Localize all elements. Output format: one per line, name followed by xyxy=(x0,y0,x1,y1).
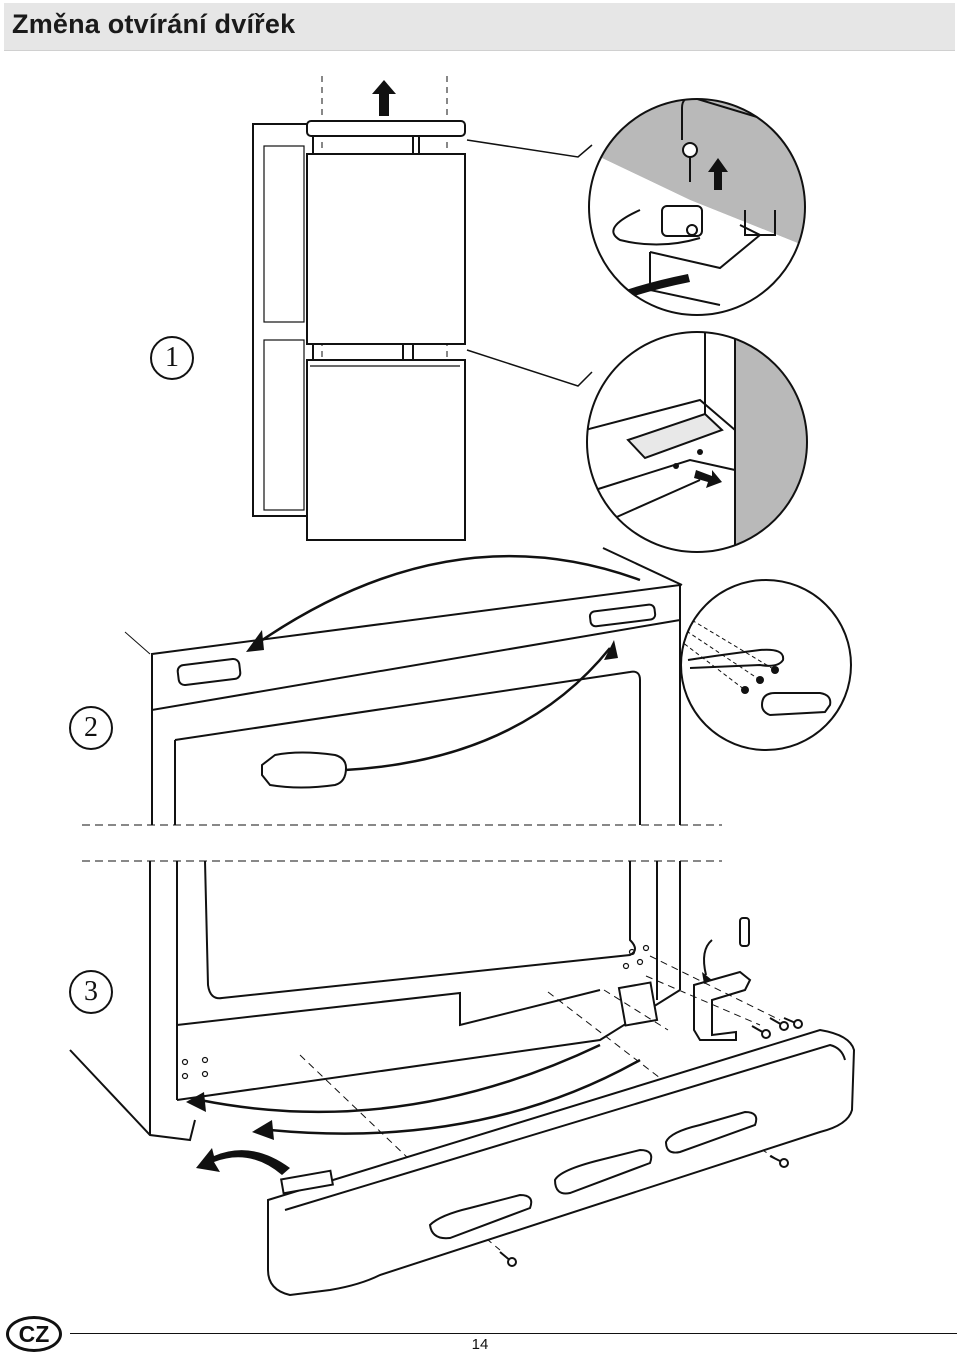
step-number-2: 2 xyxy=(69,706,113,750)
step-number-3: 3 xyxy=(69,970,113,1014)
detail-door-hinge xyxy=(681,580,851,750)
hinge-cover-plate xyxy=(261,751,348,789)
step-number-1: 1 xyxy=(150,336,194,380)
door-lower-panel xyxy=(69,860,681,1142)
footer-divider xyxy=(70,1333,957,1334)
curved-arrow-right xyxy=(344,647,611,772)
kick-plate xyxy=(267,1028,856,1297)
fridge-front-view xyxy=(252,76,466,541)
rotate-arrow-bottom-icon xyxy=(196,1148,290,1175)
page-title: Změna otvírání dvířek xyxy=(12,9,296,39)
door-upper-panel xyxy=(124,547,683,825)
bracket-plate xyxy=(617,981,659,1027)
arrow-up-icon xyxy=(372,80,396,116)
detail-top-hinge xyxy=(589,99,805,315)
small-cap xyxy=(280,1169,334,1195)
curved-arrow-bottom-1 xyxy=(199,1043,601,1114)
page-number: 14 xyxy=(471,1336,489,1353)
curved-arrow-bottom-2 xyxy=(269,1058,641,1135)
header-bar: Změna otvírání dvířek xyxy=(4,3,955,51)
arrow-up-small-icon xyxy=(708,158,728,190)
screw-icons xyxy=(499,1017,803,1267)
hinge-parts xyxy=(693,917,752,1041)
arrow-down-right-icon xyxy=(694,470,722,488)
language-badge: CZ xyxy=(6,1316,62,1352)
curved-arrow-left xyxy=(254,554,641,647)
rotate-arrow-icon xyxy=(594,274,690,312)
